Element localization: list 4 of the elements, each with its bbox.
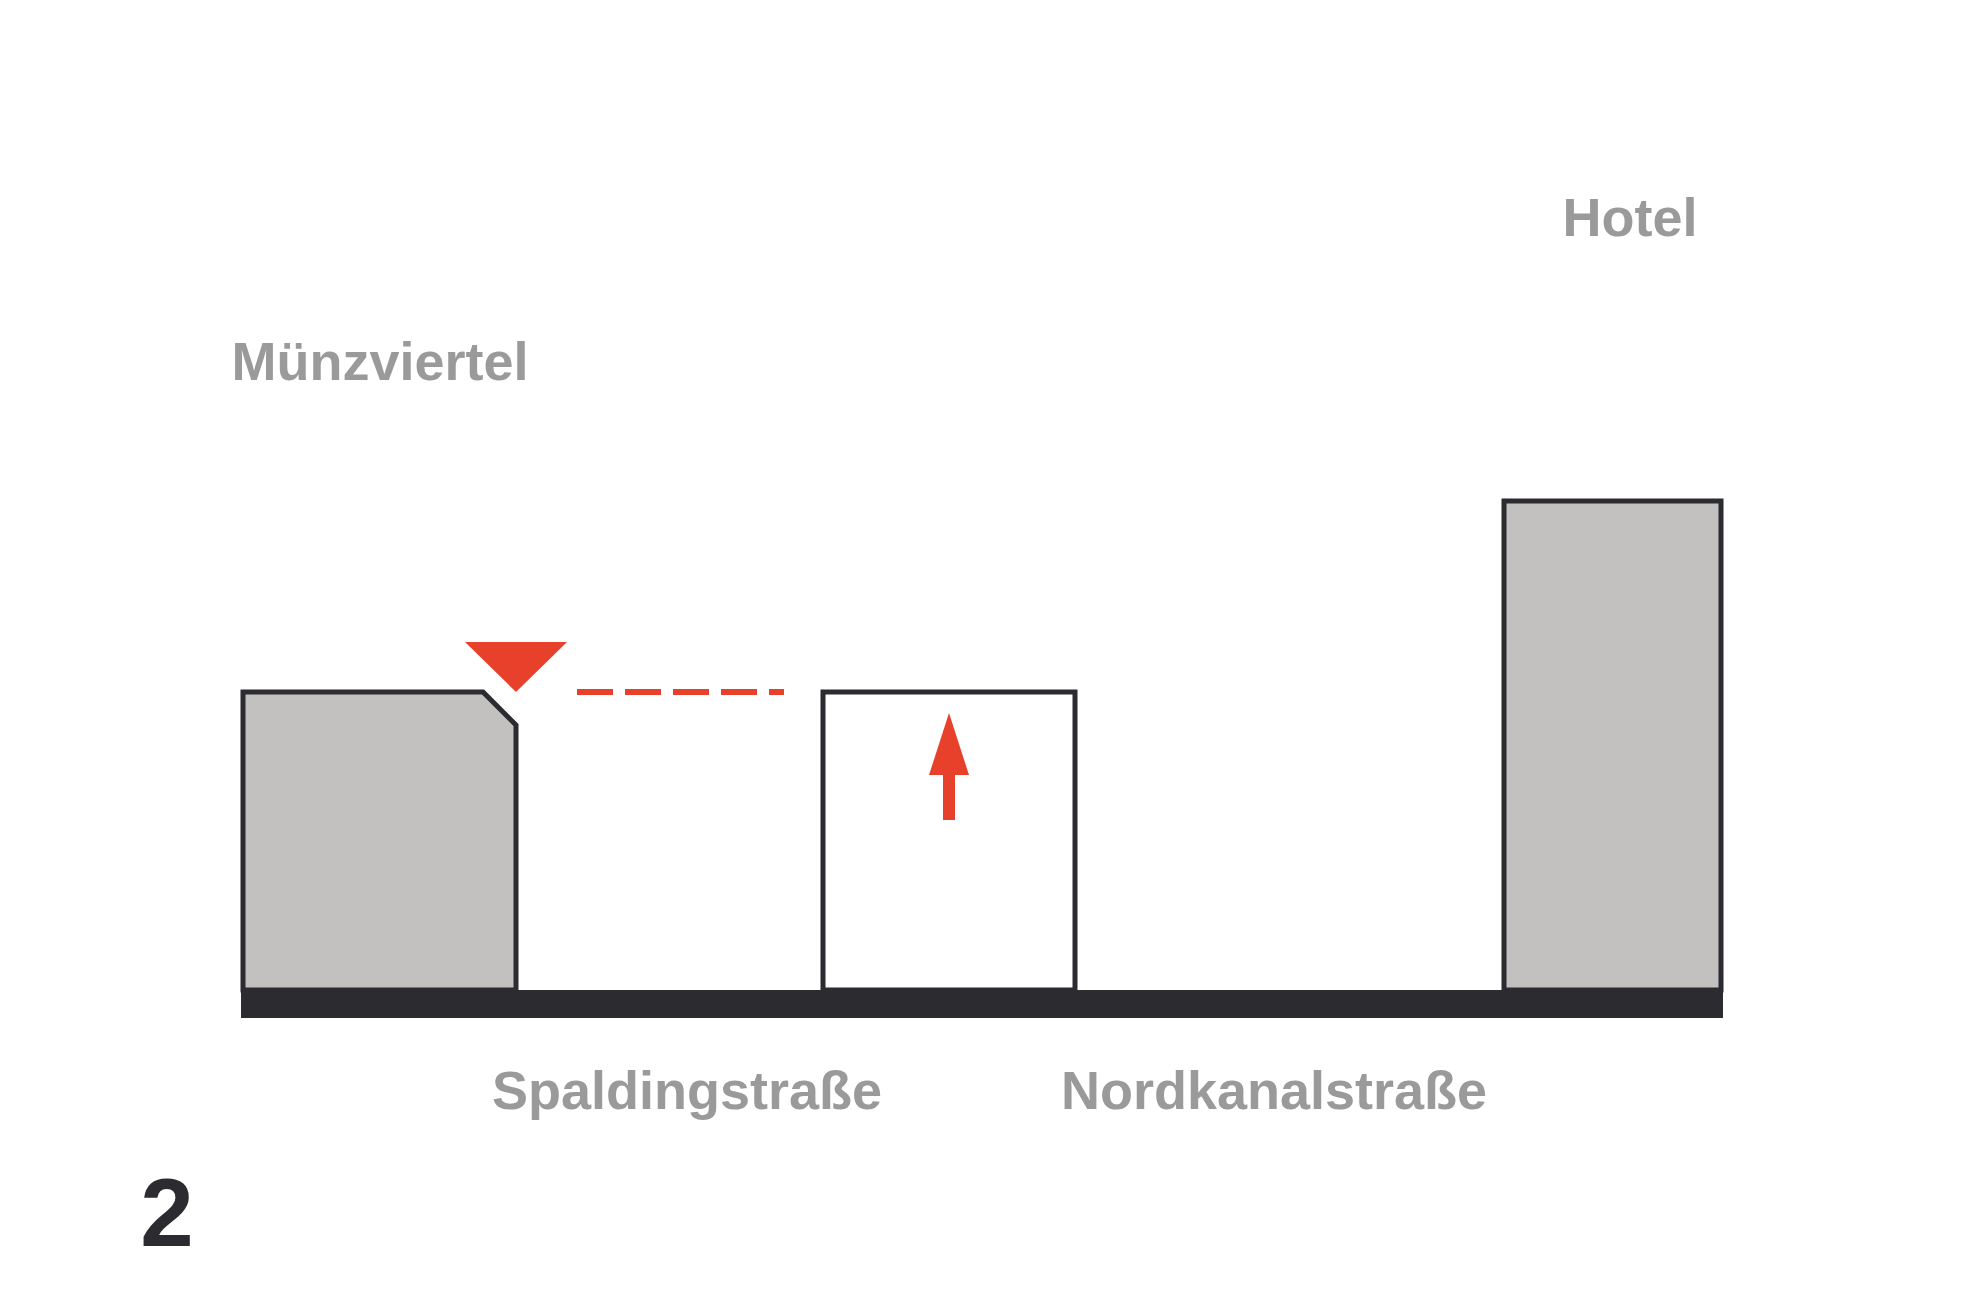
figure-number: 2 [140, 1165, 194, 1261]
building-label: Hotel [1562, 190, 1698, 244]
street-label: Nordkanalstraße [1060, 1063, 1488, 1117]
district-label: Münzviertel [231, 334, 529, 388]
